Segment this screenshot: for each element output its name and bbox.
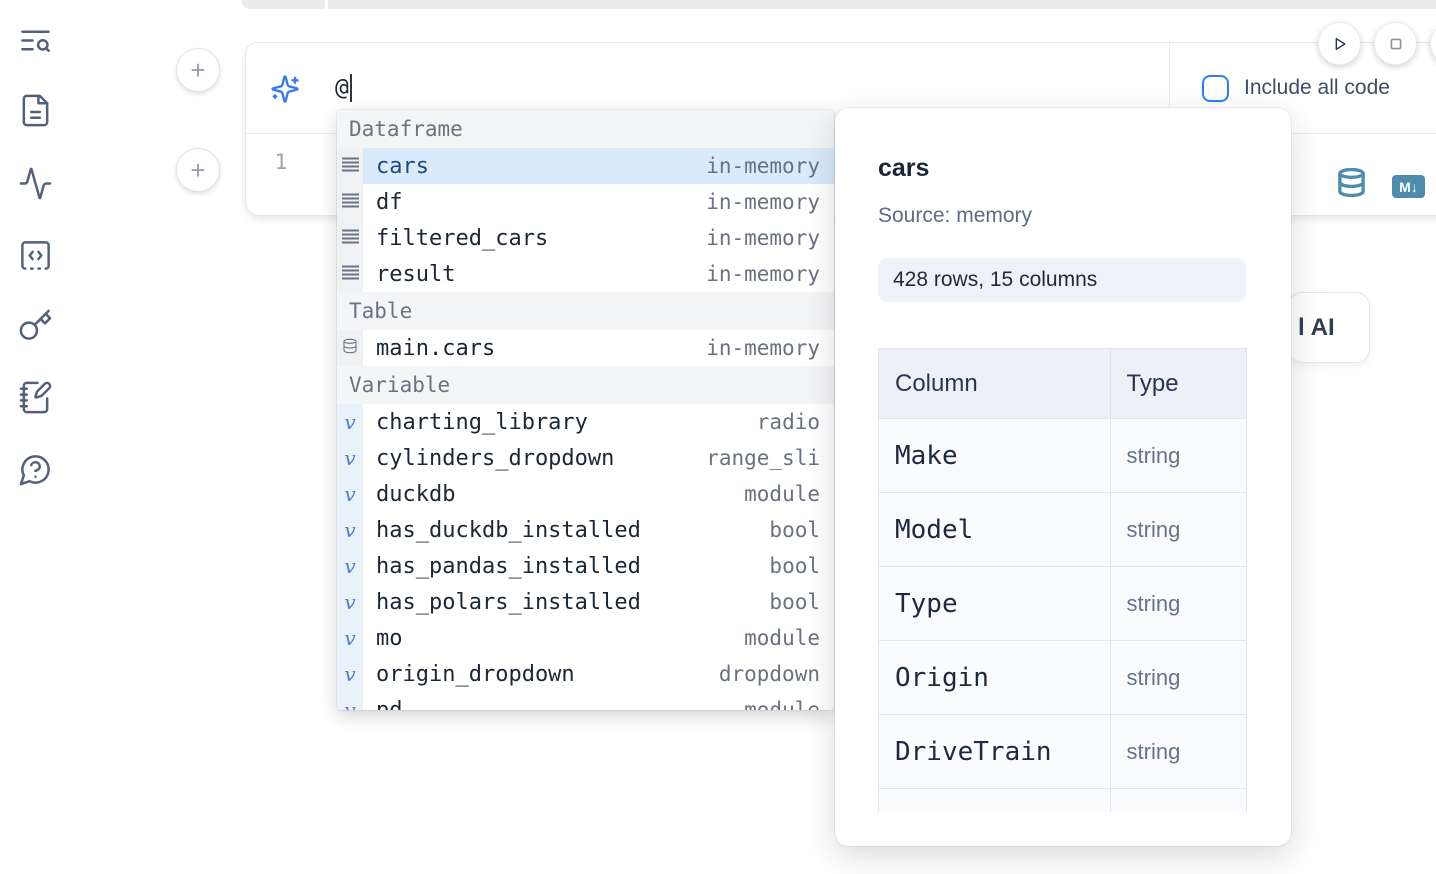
panel-divider	[1169, 43, 1170, 133]
ai-action-button[interactable]: l AI	[1288, 292, 1370, 363]
variable-icon: v	[344, 554, 356, 578]
markdown-cell-icon[interactable]: M↓	[1392, 175, 1425, 198]
play-icon	[1335, 37, 1345, 50]
popup-title: cars	[878, 154, 930, 182]
schema-table-wrap: Column Type Make string Model string Typ…	[878, 348, 1248, 812]
key-icon[interactable]	[18, 308, 53, 343]
dataframe-icon	[341, 265, 359, 284]
column-header: Column	[878, 348, 1111, 419]
ai-prompt-text: @	[335, 75, 349, 101]
variable-icon: v	[344, 626, 356, 650]
previous-cell-edge	[241, 0, 1436, 9]
include-all-code-checkbox[interactable]	[1202, 74, 1229, 102]
plus-icon: +	[190, 55, 206, 85]
schema-header-row: Column Type	[878, 348, 1248, 419]
help-chat-icon[interactable]	[18, 452, 53, 487]
previous-cell-divider	[325, 0, 328, 9]
ai-prompt-input[interactable]: @	[335, 74, 352, 102]
table-row: Make string	[878, 418, 1248, 493]
section-header-variable: Variable	[337, 366, 834, 404]
sql-cell-icon[interactable]	[1336, 166, 1367, 199]
include-all-code-label: Include all code	[1244, 76, 1390, 99]
ai-button-label: AI	[1310, 313, 1335, 341]
include-all-code-option: Include all code	[1202, 43, 1390, 133]
run-cell-button[interactable]	[1318, 22, 1361, 65]
table-row: DriveTrain string	[878, 714, 1248, 789]
table-icon	[342, 338, 358, 358]
text-search-icon[interactable]	[18, 23, 53, 58]
variable-icon: v	[344, 518, 356, 542]
variable-icon: v	[344, 446, 356, 470]
line-number: 1	[274, 150, 288, 174]
popup-source: Source: memory	[878, 204, 1033, 227]
variable-icon: v	[344, 482, 356, 506]
type-header: Type	[1109, 348, 1248, 419]
table-row: Origin string	[878, 640, 1248, 715]
dataframe-icon	[341, 157, 359, 176]
section-header-table: Table	[337, 292, 834, 330]
add-cell-below-button[interactable]: +	[176, 148, 220, 192]
schema-table: Column Type Make string Model string Typ…	[878, 348, 1248, 812]
snippets-code-icon[interactable]	[18, 238, 53, 273]
code-editor-row[interactable]: 1 M↓	[246, 134, 1436, 215]
text-caret	[349, 74, 352, 102]
table-row: Model string	[878, 492, 1248, 567]
dataframe-icon	[341, 193, 359, 212]
section-header-dataframe: Dataframe	[337, 110, 834, 148]
ai-button-clipped-text: l	[1298, 313, 1305, 341]
dataframe-icon	[341, 229, 359, 248]
stop-button[interactable]	[1374, 22, 1417, 65]
dataframe-details-popup: cars Source: memory 428 rows, 15 columns…	[835, 108, 1291, 846]
activity-icon[interactable]	[18, 166, 53, 201]
variable-icon: v	[344, 698, 356, 710]
sparkles-icon	[270, 74, 300, 104]
add-cell-above-button[interactable]: +	[176, 48, 220, 92]
file-text-icon[interactable]	[18, 93, 53, 128]
stop-icon	[1390, 38, 1401, 49]
table-row: Type string	[878, 566, 1248, 641]
variable-icon: v	[344, 590, 356, 614]
variable-icon: v	[344, 410, 356, 434]
table-row-partial	[878, 788, 1248, 812]
variable-icon: v	[344, 662, 356, 686]
plus-icon: +	[190, 155, 206, 185]
notebook-pen-icon[interactable]	[18, 380, 53, 415]
shape-badge: 428 rows, 15 columns	[878, 258, 1246, 302]
